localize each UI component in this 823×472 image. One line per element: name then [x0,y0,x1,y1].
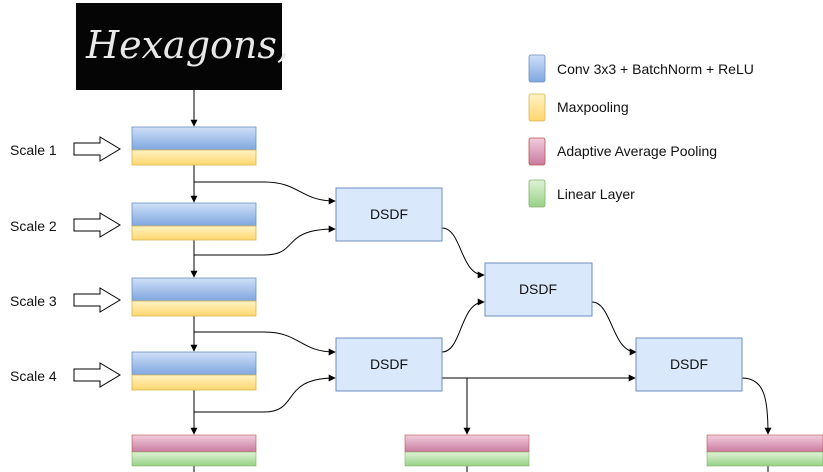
scale-label-4: Scale 4 [10,368,57,384]
legend-label-linear: Linear Layer [557,186,635,202]
hollow-arrow-icon [73,212,121,238]
legend-swatch-yellow [528,93,546,122]
dsdf-label: DSDF [519,281,557,297]
input-handwriting-text: Hexagons, [85,23,289,67]
dsdf-label: DSDF [370,206,408,222]
scale-label-3: Scale 3 [10,293,57,309]
dsdf-node-1: DSDF [335,187,443,242]
dsdf-node-2: DSDF [484,262,593,317]
scale-row-3: Scale 3 [10,287,121,313]
legend-label-conv: Conv 3x3 + BatchNorm + ReLU [557,61,754,77]
input-image: Hexagons, [76,3,289,90]
legend-item-maxpool: Maxpooling [528,93,629,122]
legend-item-linear: Linear Layer [528,179,635,208]
backbone-block-1 [131,126,257,166]
output-head-2 [404,434,530,467]
dsdf-label: DSDF [370,356,408,372]
legend-swatch-pink [528,137,546,166]
legend-swatch-green [528,179,546,208]
legend-item-adaptive-pool: Adaptive Average Pooling [528,137,717,166]
legend-label-adaptive-pool: Adaptive Average Pooling [557,143,717,159]
backbone-block-4 [131,351,257,391]
legend: Conv 3x3 + BatchNorm + ReLU Maxpooling A… [528,54,754,208]
dsdf-label: DSDF [670,356,708,372]
backbone-block-3 [131,277,257,317]
dsdf-node-3: DSDF [335,337,443,392]
hollow-arrow-icon [73,287,121,313]
legend-swatch-blue [528,54,546,83]
legend-item-conv: Conv 3x3 + BatchNorm + ReLU [528,54,754,83]
scale-label-1: Scale 1 [10,142,57,158]
dsdf-node-4: DSDF [635,337,743,392]
backbone-block-2 [131,202,257,241]
output-head-3 [706,434,823,467]
hollow-arrow-icon [73,136,121,162]
legend-label-maxpool: Maxpooling [557,99,629,115]
hollow-arrow-icon [73,362,121,388]
scale-row-4: Scale 4 [10,362,121,388]
connector-arrows [194,181,772,472]
scale-row-1: Scale 1 [10,136,121,162]
scale-label-2: Scale 2 [10,218,57,234]
scale-row-2: Scale 2 [10,212,121,238]
output-head-1 [131,434,257,467]
